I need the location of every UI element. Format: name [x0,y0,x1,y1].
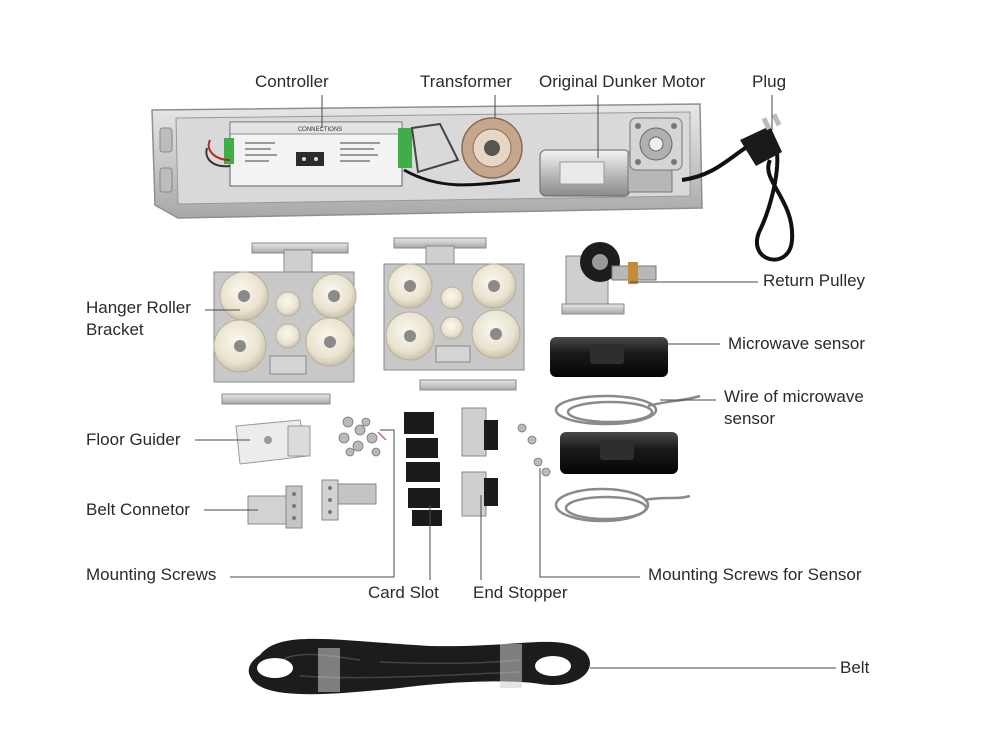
transformer-unit [403,117,523,187]
label-floor-guider: Floor Guider [86,430,181,449]
controller-panel-text: CONNECTIONS [298,127,342,133]
belt-connectors [247,479,377,529]
sensor-wires [554,394,701,523]
label-wire-line2: sensor [724,409,776,428]
label-mounting-screws-sensor: Mounting Screws for Sensor [648,565,862,584]
label-belt: Belt [840,658,870,677]
mounting-screws-pile [338,416,387,457]
microwave-sensor-top [550,337,668,377]
controller-unit: CONNECTIONS [205,121,412,187]
label-motor: Original Dunker Motor [539,72,706,91]
label-controller: Controller [255,72,329,91]
hanger-roller-bracket-left [213,242,357,405]
label-belt-connetor: Belt Connetor [86,500,190,519]
label-hanger-line1: Hanger Roller [86,298,191,317]
belt-loop [248,638,590,695]
motor-unit [539,117,683,197]
label-microwave-sensor: Microwave sensor [728,334,865,353]
label-transformer: Transformer [420,72,512,91]
label-wire-line1: Wire of microwave [724,387,864,406]
label-mounting-screws: Mounting Screws [86,565,217,584]
leader-sensor-screws [539,468,640,578]
plug-and-cable [681,113,795,262]
microwave-sensor-bottom [560,432,678,474]
label-hanger-line2: Bracket [86,320,144,339]
return-pulley [561,242,657,315]
label-return-pulley: Return Pulley [763,271,866,290]
label-plug: Plug [752,72,787,91]
floor-guider [235,419,311,465]
label-card-slot: Card Slot [368,583,439,602]
end-stoppers [461,407,498,517]
hanger-roller-bracket-right [383,237,525,391]
leader-lines [195,95,836,669]
sensor-screws [517,423,551,477]
leader-mounting-screws [230,429,395,578]
card-slot-pieces [404,412,442,526]
label-end-stopper: End Stopper [473,583,568,602]
